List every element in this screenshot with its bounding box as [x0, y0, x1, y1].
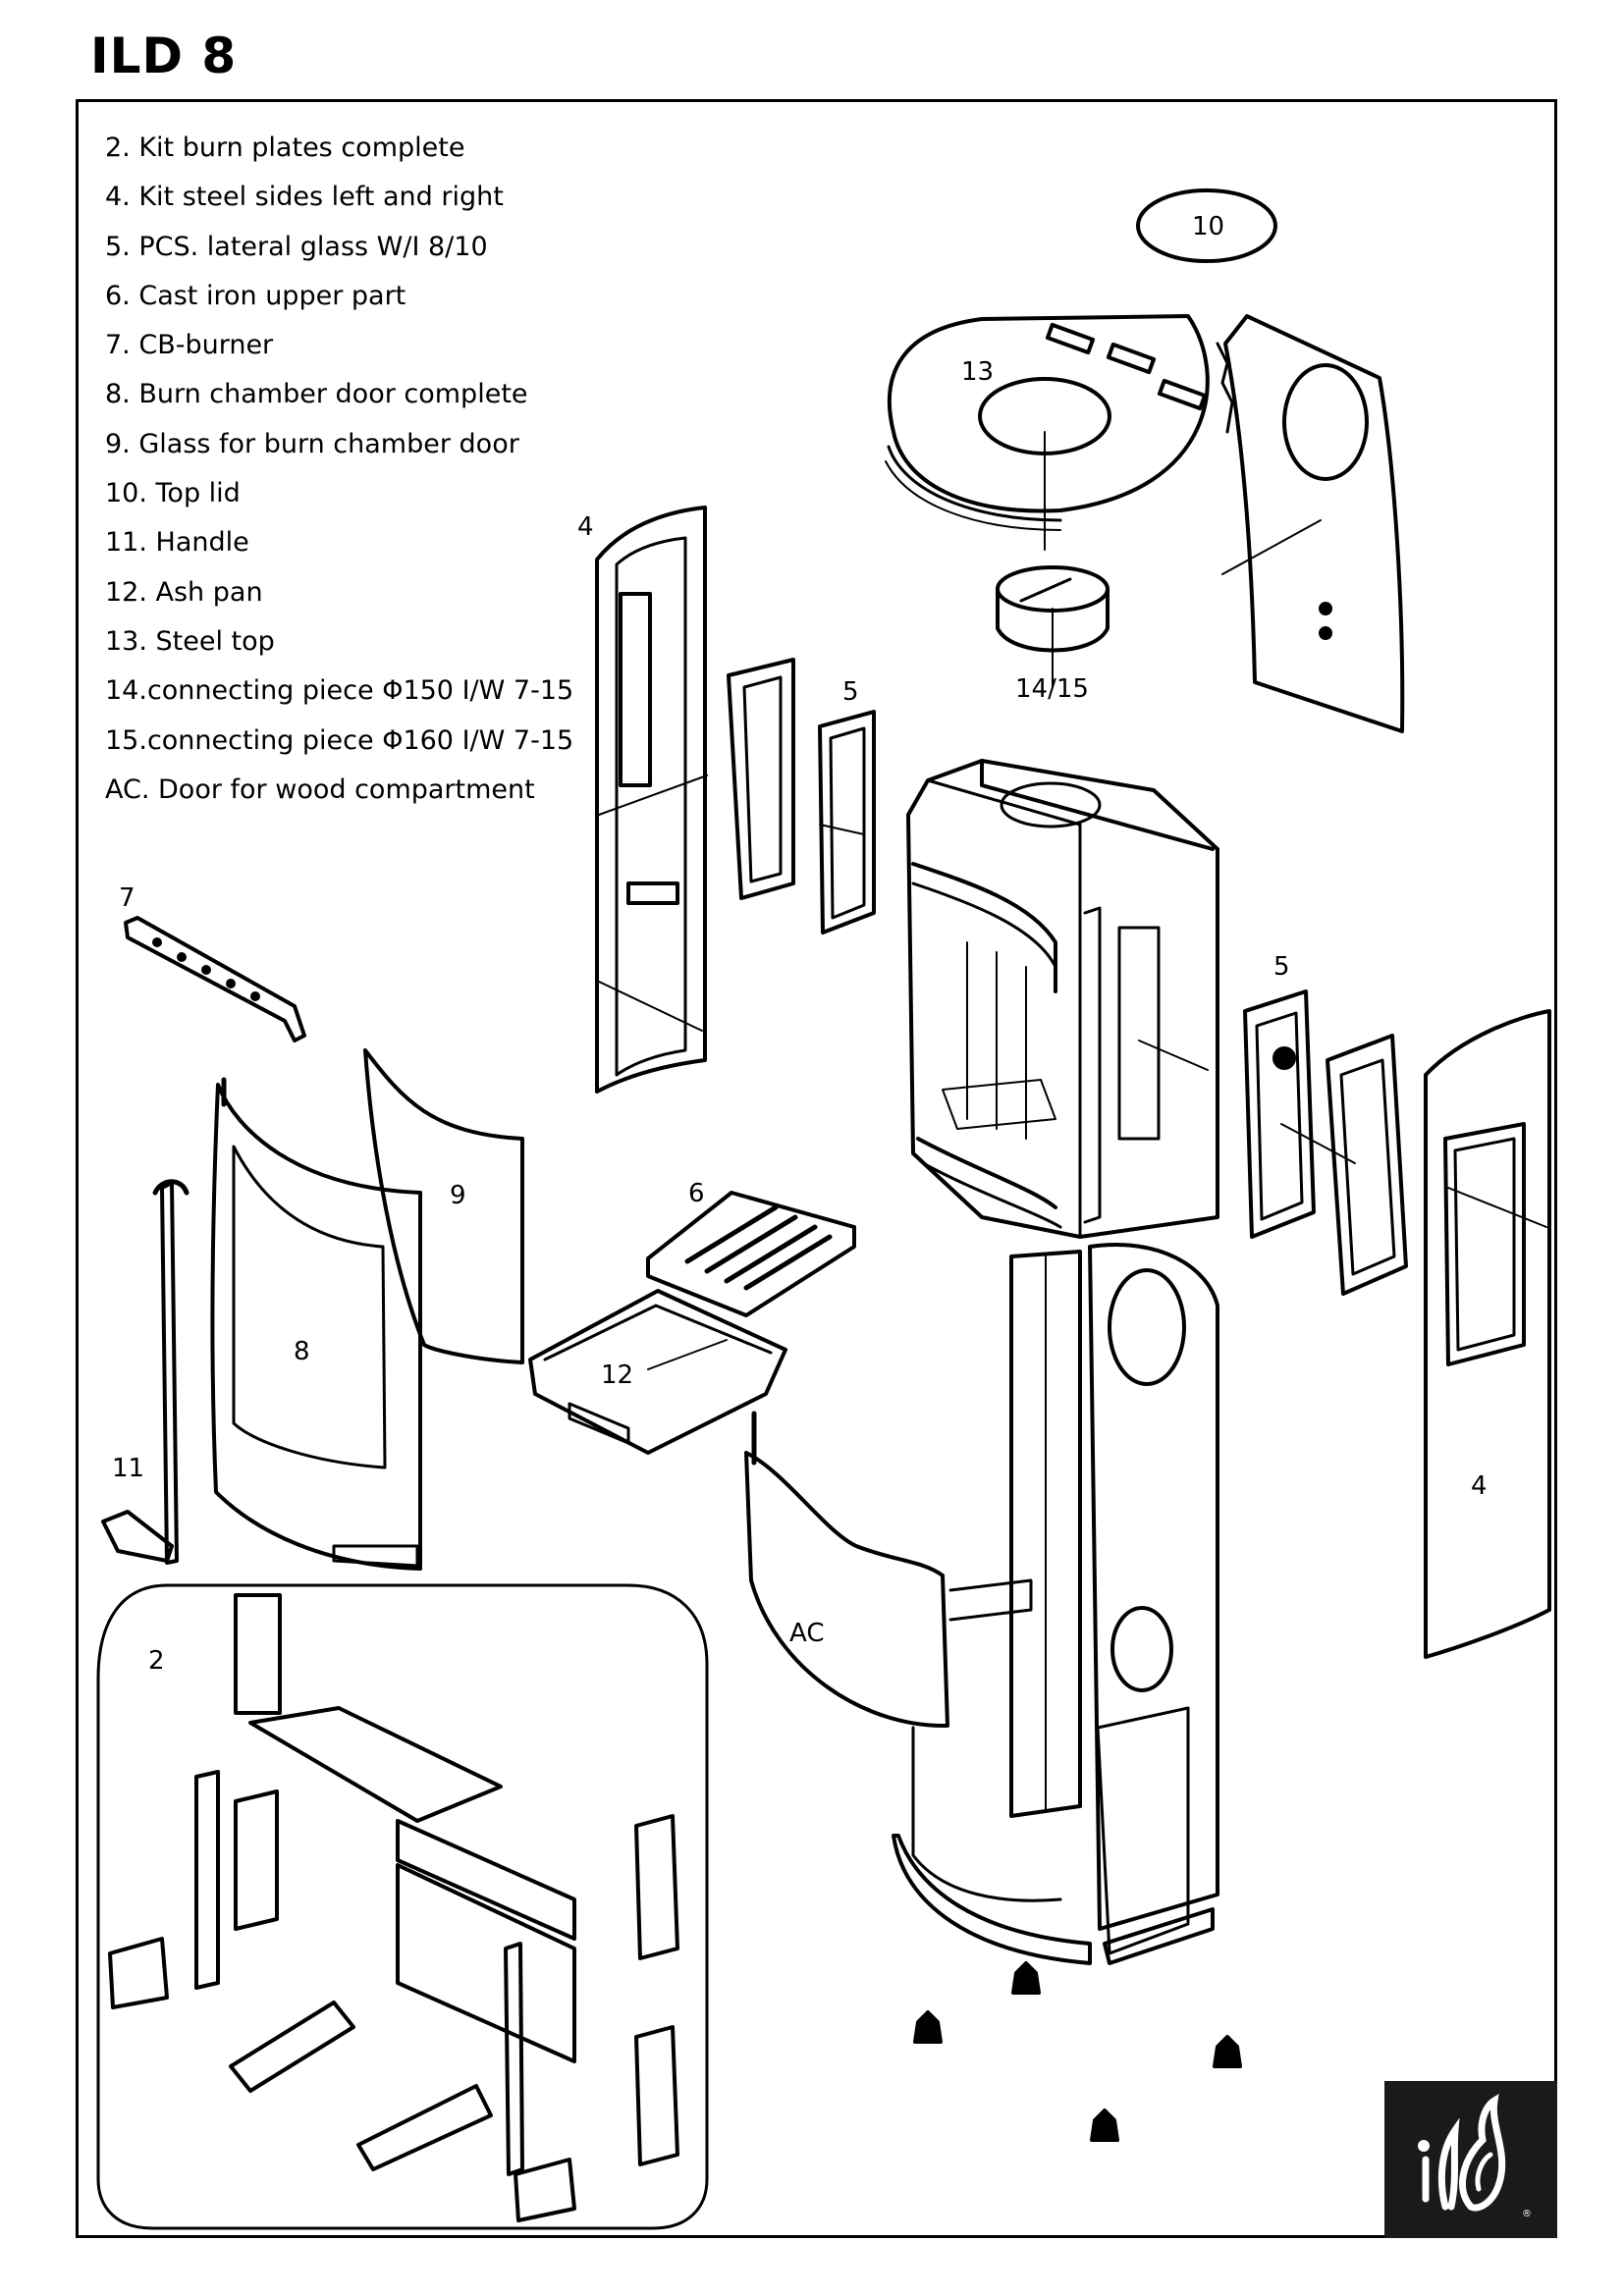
parts-list-item: 12. Ash pan: [105, 576, 263, 608]
callout-8: 8: [294, 1337, 310, 1366]
parts-list-item: 9. Glass for burn chamber door: [105, 428, 519, 459]
wood-compartment-door-part: [744, 1411, 1033, 1729]
callout-ac: AC: [789, 1619, 824, 1648]
callout-14-15: 14/15: [1015, 674, 1089, 704]
parts-list-item: 14.connecting piece Φ150 I/W 7-15: [105, 675, 574, 707]
parts-list-item: 2. Kit burn plates complete: [105, 133, 465, 163]
parts-list-item: AC. Door for wood compartment: [105, 774, 535, 805]
callout-10: 10: [1192, 212, 1224, 241]
callout-9: 9: [450, 1181, 466, 1210]
lateral-glass-right-part: [1243, 989, 1408, 1296]
callout-5-right: 5: [1273, 952, 1290, 982]
handle-part: [101, 1179, 189, 1565]
ild-logo: ®: [1384, 2081, 1557, 2238]
lateral-glass-left-part: [727, 658, 876, 934]
callout-labels: 10 13 4 5 14/15 7 5 9 6 8 12 11 4 AC 2: [112, 212, 1488, 1676]
cast-iron-grate-part: [646, 1191, 856, 1317]
parts-list-item: 10. Top lid: [105, 478, 241, 509]
parts-list-item: 5. PCS. lateral glass W/I 8/10: [105, 231, 488, 262]
parts-list-item: 6. Cast iron upper part: [105, 280, 406, 311]
callout-13: 13: [961, 357, 994, 387]
feet-part: [913, 1961, 1242, 2142]
callout-4-left: 4: [577, 512, 594, 542]
ash-pan-part: [528, 1289, 787, 1455]
parts-list-item: 11. Handle: [105, 527, 249, 559]
callout-6: 6: [688, 1179, 705, 1208]
steel-side-right-part: [1424, 1009, 1551, 1659]
callout-11: 11: [112, 1454, 144, 1483]
ild-flame-logo-icon: ®: [1418, 2093, 1532, 2219]
callout-4-right: 4: [1471, 1471, 1488, 1501]
burn-chamber-door-part: [210, 1077, 422, 1571]
combustion-chamber-body-part: [906, 759, 1219, 1239]
top-lid-part: [1136, 188, 1277, 263]
pedestal-column-part: [892, 1243, 1219, 1965]
steel-top-part: [885, 314, 1210, 551]
callout-2: 2: [148, 1646, 165, 1676]
parts-list-item: 8. Burn chamber door complete: [105, 379, 528, 410]
page-title: ILD 8: [90, 27, 238, 84]
parts-list: 2. Kit burn plates complete 4. Kit steel…: [105, 124, 573, 815]
callout-12: 12: [601, 1361, 633, 1390]
door-glass-part: [363, 1048, 524, 1364]
connecting-piece-part: [996, 565, 1110, 688]
callout-5-left: 5: [842, 677, 859, 707]
burn-plates-inset: [96, 1583, 709, 2230]
steel-side-left-part: [595, 506, 708, 1094]
parts-list-item: 4. Kit steel sides left and right: [105, 182, 504, 213]
callout-7: 7: [119, 883, 135, 913]
diagram-frame: [76, 99, 1557, 2238]
cb-burner-part: [124, 916, 306, 1042]
svg-text:®: ®: [1522, 2209, 1532, 2219]
parts-list-item: 15.connecting piece Φ160 I/W 7-15: [105, 724, 574, 756]
back-panel-upper-part: [1216, 314, 1405, 733]
parts-list-item: 13. Steel top: [105, 625, 275, 657]
parts-list-item: 7. CB-burner: [105, 330, 274, 361]
